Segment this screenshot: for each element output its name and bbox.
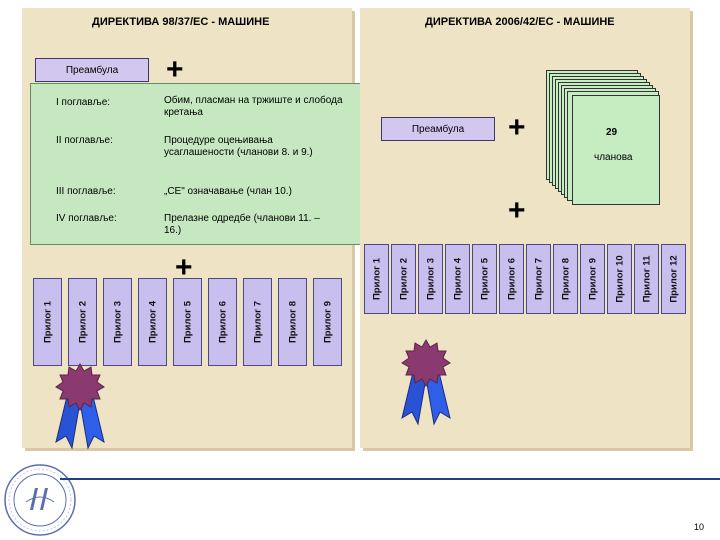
right-annex-label: Прилог 5: [479, 257, 490, 301]
chapter-1-label: I поглавље:: [56, 97, 111, 108]
left-main-body-box: [30, 83, 362, 245]
right-annex-8: Прилог 8: [553, 244, 578, 314]
left-annex-label: Прилог 1: [42, 300, 53, 344]
right-annex-label: Прилог 10: [614, 255, 625, 303]
left-annex-1: Прилог 1: [33, 278, 62, 366]
articles-label: чланова: [594, 152, 633, 163]
right-annex-9: Прилог 9: [580, 244, 605, 314]
left-annex-8: Прилог 8: [278, 278, 307, 366]
right-directive-title: ДИРЕКТИВА 2006/42/ЕС - МАШИНЕ: [425, 16, 615, 28]
left-directive-title: ДИРЕКТИВА 98/37/ЕС - МАШИНЕ: [92, 16, 270, 28]
left-annex-label: Прилог 8: [287, 300, 298, 344]
right-annex-2: Прилог 2: [391, 244, 416, 314]
chapter-2-label: II поглавље:: [56, 135, 113, 146]
right-preamble-box: Преамбула: [381, 117, 495, 141]
right-annex-6: Прилог 6: [499, 244, 524, 314]
right-annex-label: Прилог 9: [587, 257, 598, 301]
page-number: 10: [694, 522, 705, 532]
right-annex-label: Прилог 7: [533, 257, 544, 301]
articles-count: 29: [606, 127, 618, 138]
right-annex-7: Прилог 7: [526, 244, 551, 314]
right-annex-10: Прилог 10: [607, 244, 632, 314]
right-annex-label: Прилог 3: [425, 257, 436, 301]
chapter-1-desc: Обим, пласман на тржиште и слобода крета…: [164, 95, 343, 118]
footer-divider-line: [60, 478, 720, 480]
right-annex-3: Прилог 3: [418, 244, 443, 314]
right-annex-label: Прилог 4: [452, 257, 463, 301]
chapter-4-label: IV поглавље:: [56, 213, 117, 224]
ribbon-award-icon: [401, 338, 451, 426]
right-annex-label: Прилог 2: [398, 257, 409, 301]
right-annex-label: Прилог 1: [371, 257, 382, 301]
left-annex-label: Прилог 4: [147, 300, 158, 344]
ribbon-award-icon: [55, 362, 105, 450]
right-plus-sign-top: +: [508, 111, 526, 144]
article-page-front: [572, 95, 660, 205]
left-preamble-box: Преамбула: [35, 58, 149, 82]
chapter-2-desc: Процедуре оцењивања усаглашености (члано…: [164, 135, 313, 158]
university-seal-icon: [4, 464, 76, 536]
right-plus-sign-bottom: +: [508, 194, 526, 227]
left-annexes-plus-sign: +: [175, 251, 193, 284]
left-annex-label: Прилог 7: [252, 300, 263, 344]
right-annex-12: Прилог 12: [661, 244, 686, 314]
left-annex-2: Прилог 2: [68, 278, 97, 366]
left-annex-7: Прилог 7: [243, 278, 272, 366]
right-annex-4: Прилог 4: [445, 244, 470, 314]
left-annex-label: Прилог 3: [112, 300, 123, 344]
right-annex-label: Прилог 6: [506, 257, 517, 301]
right-annex-1: Прилог 1: [364, 244, 389, 314]
left-annex-4: Прилог 4: [138, 278, 167, 366]
left-annex-3: Прилог 3: [103, 278, 132, 366]
right-annex-label: Прилог 12: [668, 255, 679, 303]
left-annex-6: Прилог 6: [208, 278, 237, 366]
right-annex-label: Прилог 8: [560, 257, 571, 301]
left-annex-5: Прилог 5: [173, 278, 202, 366]
left-annex-label: Прилог 2: [77, 300, 88, 344]
left-annex-label: Прилог 9: [322, 300, 333, 344]
right-annex-11: Прилог 11: [634, 244, 659, 314]
left-annex-label: Прилог 6: [217, 300, 228, 344]
chapter-3-label: III поглавље:: [56, 186, 116, 197]
chapter-4-desc: Прелазне одредбе (чланови 11. – 16.): [164, 213, 320, 236]
chapter-3-desc: „СЕ" означавање (члан 10.): [164, 186, 292, 197]
right-annex-label: Прилог 11: [641, 255, 652, 303]
left-plus-sign: +: [166, 53, 184, 86]
right-annex-5: Прилог 5: [472, 244, 497, 314]
left-annex-label: Прилог 5: [182, 300, 193, 344]
left-annex-9: Прилог 9: [313, 278, 342, 366]
